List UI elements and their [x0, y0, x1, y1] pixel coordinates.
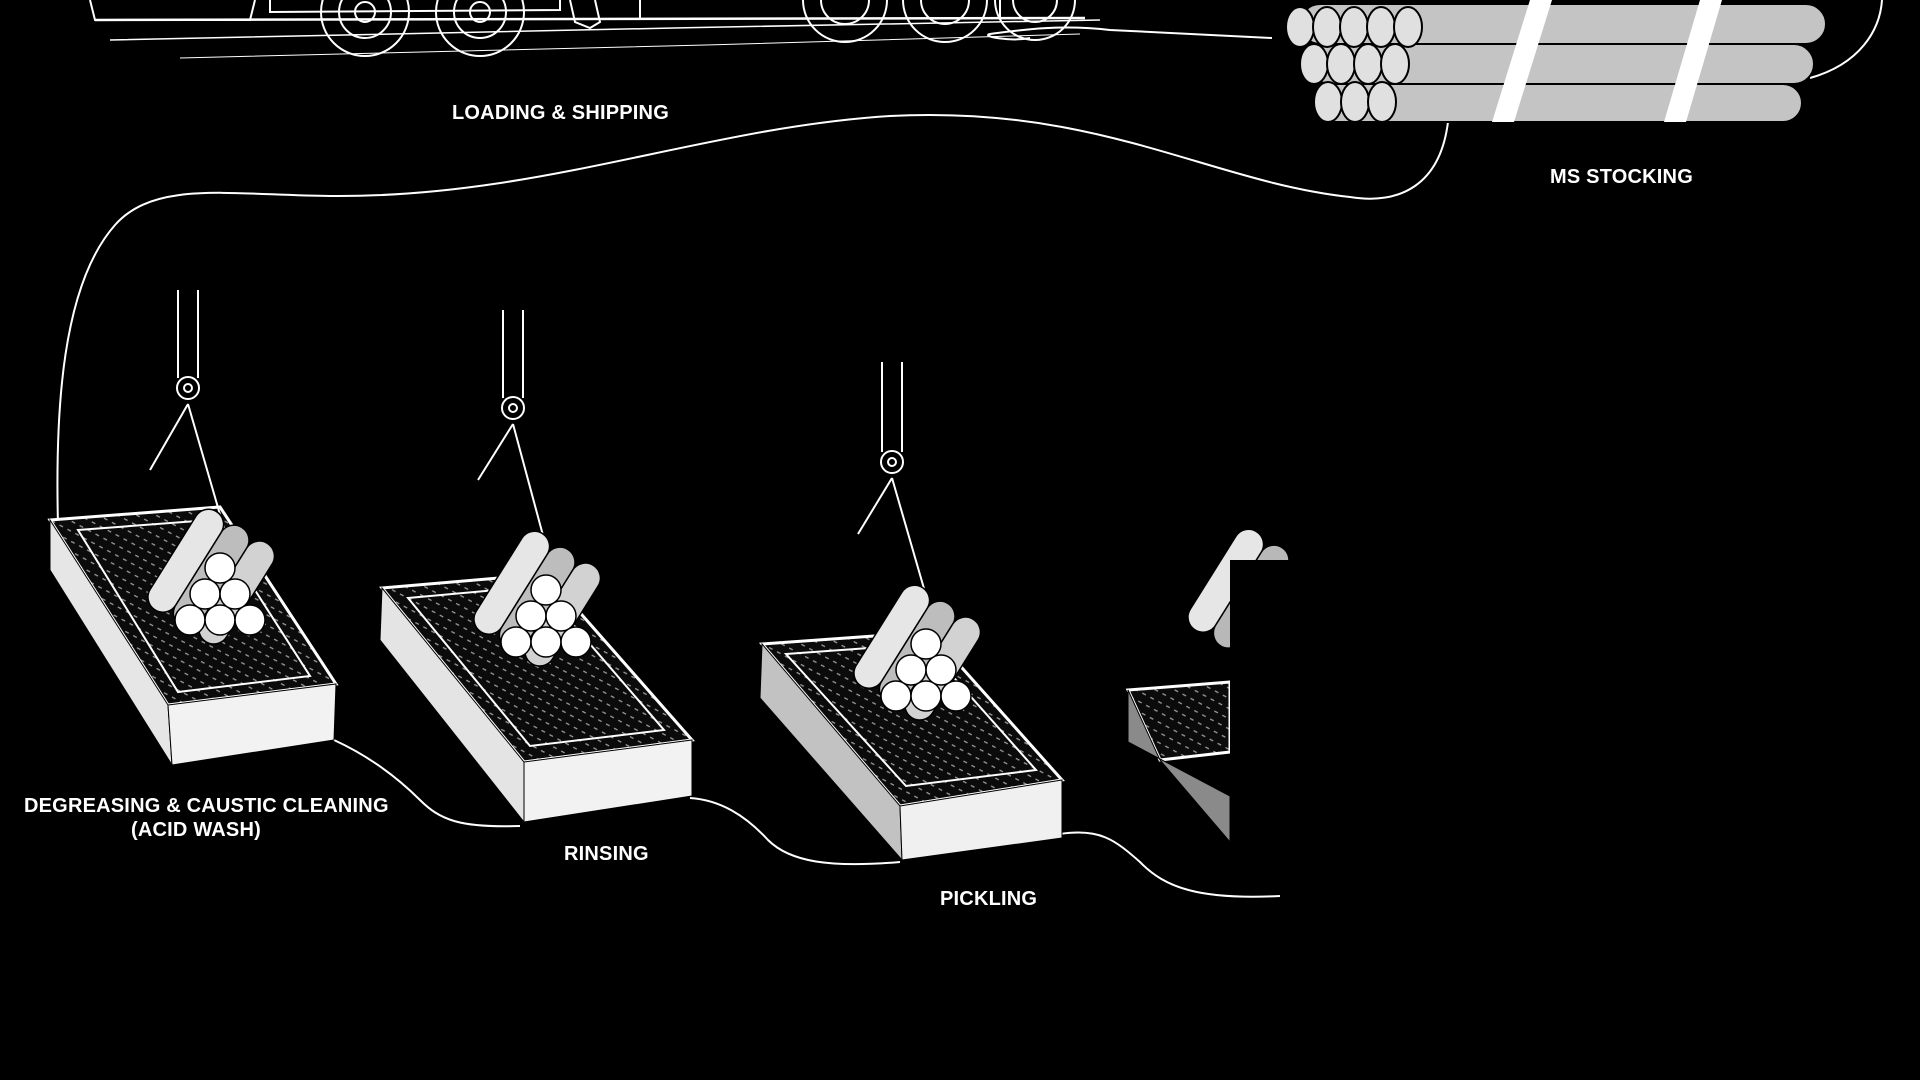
stage-label-ms-stocking: MS STOCKING	[1550, 165, 1693, 189]
stage-label-pickling: PICKLING	[940, 887, 1037, 911]
truck-illustration	[90, 0, 1100, 58]
stage-label-rinsing: RINSING	[564, 842, 649, 866]
ms-stock-pipe-bundle	[1286, 0, 1826, 122]
stage-label-loading-shipping: LOADING & SHIPPING	[452, 101, 669, 125]
stage-label-degreasing-line2: (ACID WASH)	[24, 818, 368, 842]
partial-tank	[1128, 524, 1330, 860]
stage-label-degreasing-line1: DEGREASING & CAUSTIC CLEANING	[24, 794, 368, 818]
stage-label-degreasing: DEGREASING & CAUSTIC CLEANING (ACID WASH…	[24, 794, 368, 842]
